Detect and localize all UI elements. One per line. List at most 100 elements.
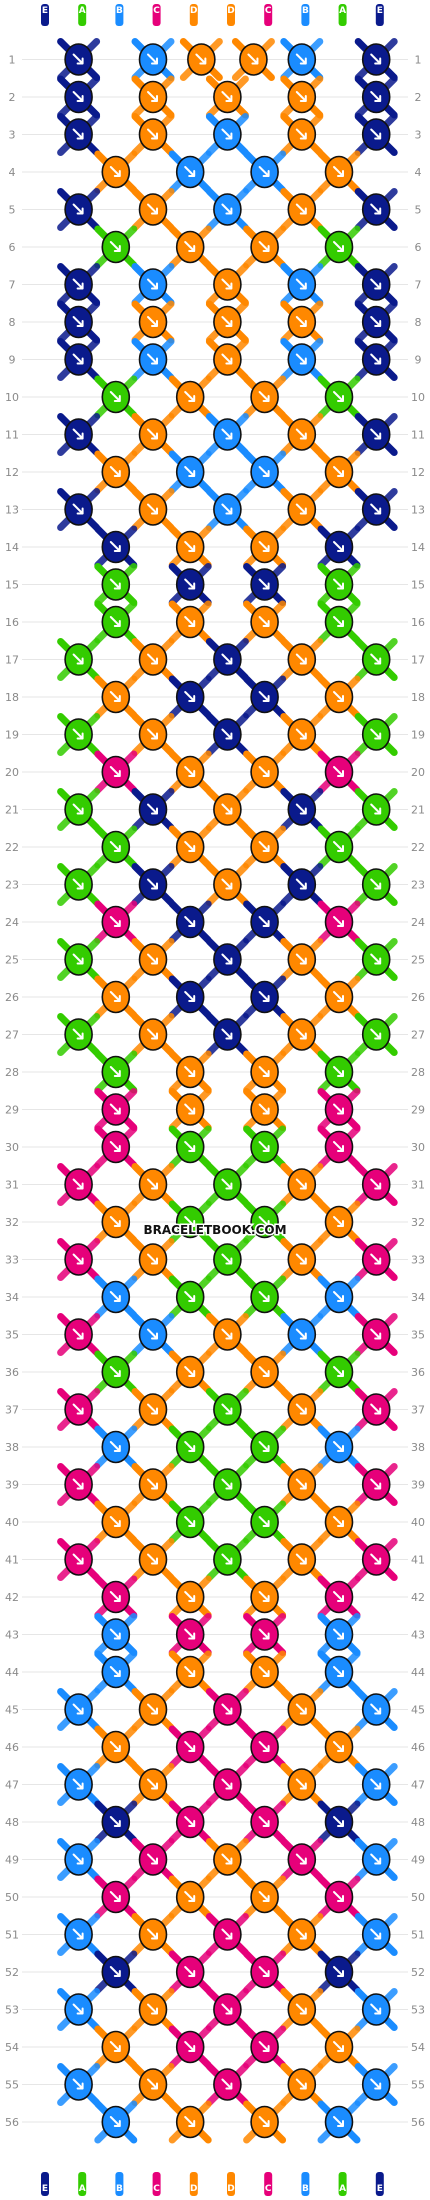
knot	[213, 1243, 242, 1276]
knot	[324, 1955, 354, 1989]
knot-arrow-icon	[258, 1441, 270, 1452]
knot	[361, 1393, 391, 1426]
knot-arrow-icon	[72, 953, 84, 965]
knot	[361, 43, 391, 76]
knot-arrow-icon	[295, 53, 307, 65]
knot-arrow-icon	[370, 1328, 382, 1340]
knot-arrow-icon	[370, 1028, 382, 1040]
row-number: 6	[415, 241, 422, 254]
knot-arrow-icon	[72, 1403, 84, 1415]
knot-arrow-icon	[221, 653, 233, 665]
knot	[101, 830, 131, 864]
knot-arrow-icon	[109, 2041, 121, 2052]
knot	[250, 1130, 279, 1164]
row-number: 14	[5, 541, 19, 554]
knot	[64, 1543, 93, 1576]
knot-arrow-icon	[258, 1741, 270, 1752]
row-number: 40	[411, 1516, 425, 1529]
knot-arrow-icon	[109, 841, 121, 852]
row-number: 16	[5, 616, 19, 629]
knot-grid	[64, 43, 391, 2139]
knot-arrow-icon	[295, 203, 307, 215]
row-number: 22	[411, 841, 425, 854]
knot	[64, 1693, 93, 1726]
knot	[324, 1880, 354, 1914]
knot	[361, 1918, 391, 1951]
knot	[175, 568, 205, 601]
knot	[101, 2030, 131, 2064]
row-number: 3	[9, 129, 16, 142]
knot	[175, 1505, 205, 1539]
knot-arrow-icon	[295, 653, 307, 665]
knot-arrow-icon	[184, 1516, 196, 1527]
strand-end	[189, 4, 198, 26]
knot-arrow-icon	[147, 1328, 158, 1340]
row-number: 38	[5, 1441, 19, 1454]
knot-arrow-icon	[258, 466, 270, 477]
knot-arrow-icon	[333, 1103, 344, 1115]
knot	[213, 1843, 242, 1876]
knot	[64, 1018, 93, 1051]
strand-label: B	[116, 6, 123, 16]
knot	[64, 1993, 93, 2026]
knot	[250, 1355, 279, 1389]
knot-arrow-icon	[109, 916, 121, 927]
knot-arrow-icon	[333, 1441, 344, 1452]
knot	[324, 1355, 354, 1389]
knot	[138, 343, 168, 376]
knot-arrow-icon	[258, 691, 270, 702]
knot	[101, 1580, 131, 1614]
knot-arrow-icon	[72, 2003, 84, 2015]
row-number: 52	[5, 1966, 19, 1979]
row-number: 41	[5, 1554, 19, 1567]
knot	[324, 1730, 354, 1764]
knot	[175, 2030, 205, 2064]
knot-arrow-icon	[221, 1253, 233, 1265]
row-number: 20	[5, 766, 19, 779]
knot	[287, 493, 317, 526]
knot-arrow-icon	[295, 503, 307, 515]
row-number: 47	[5, 1779, 19, 1792]
row-number: 17	[5, 654, 19, 667]
knot-arrow-icon	[247, 53, 259, 65]
knot	[324, 230, 354, 264]
knot	[361, 1318, 391, 1351]
knot-arrow-icon	[258, 1666, 270, 1677]
knot	[64, 1168, 93, 1201]
knot-arrow-icon	[109, 1591, 121, 1602]
knot	[64, 193, 93, 226]
row-number: 24	[5, 916, 19, 929]
row-number: 47	[411, 1779, 425, 1792]
knot	[175, 1205, 205, 1239]
knot-arrow-icon	[370, 278, 382, 290]
knot-arrow-icon	[370, 1478, 382, 1490]
knot	[138, 80, 168, 114]
strand-label: E	[377, 6, 383, 16]
knot-arrow-icon	[147, 128, 158, 140]
knot	[250, 1093, 279, 1126]
knot	[361, 2068, 391, 2101]
knot-arrow-icon	[184, 1441, 196, 1452]
knot-arrow-icon	[258, 241, 270, 252]
knot	[250, 530, 279, 564]
knot	[324, 1805, 354, 1839]
knot-arrow-icon	[295, 1178, 307, 1190]
knot-arrow-icon	[109, 2116, 121, 2127]
knot-arrow-icon	[147, 1178, 158, 1190]
knot	[287, 343, 317, 376]
knot	[324, 380, 354, 414]
knot	[250, 2030, 279, 2064]
knot	[324, 830, 354, 864]
row-number: 7	[415, 279, 422, 292]
knot-arrow-icon	[370, 203, 382, 215]
knot-arrow-icon	[258, 1516, 270, 1527]
row-number: 51	[411, 1929, 425, 1942]
knot	[213, 118, 242, 151]
knot	[101, 980, 131, 1014]
knot	[101, 1280, 131, 1314]
knot	[175, 455, 205, 489]
knot-arrow-icon	[333, 1966, 344, 1977]
knot	[138, 1168, 168, 1201]
knot-arrow-icon	[258, 1366, 270, 1377]
knot-arrow-icon	[258, 1291, 270, 1302]
